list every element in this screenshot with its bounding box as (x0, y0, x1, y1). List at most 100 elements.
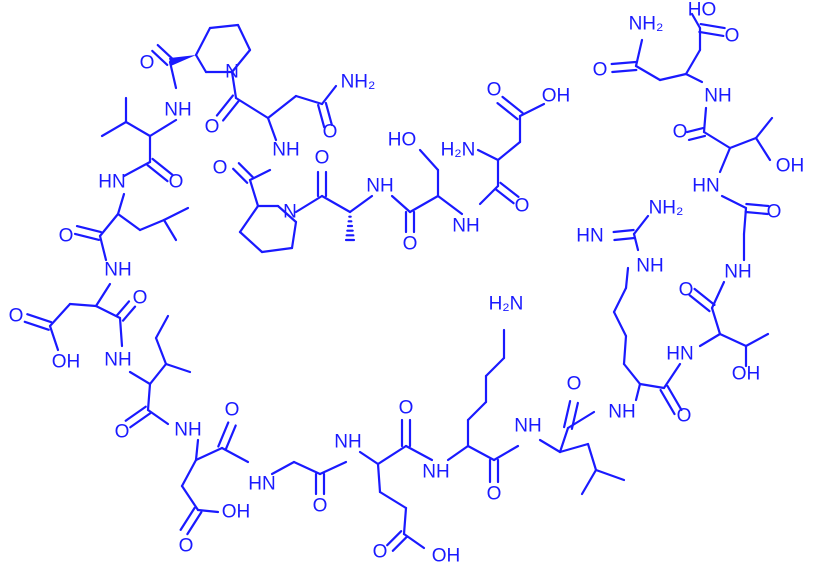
bond (754, 116, 774, 140)
bond (702, 106, 708, 134)
bond (436, 194, 464, 216)
hydroxyl-label: OH (732, 364, 761, 385)
carbonyl-o: O (140, 53, 155, 74)
bond (710, 306, 722, 336)
bond (466, 400, 488, 422)
bond (276, 204, 298, 224)
bond (48, 302, 72, 328)
carbonyl-o: O (205, 117, 220, 138)
bond (386, 530, 403, 547)
bond (484, 356, 506, 378)
bond (754, 136, 772, 162)
amide-nh-label: NH (608, 402, 635, 423)
carbonyl-o: O (59, 226, 74, 247)
bond (222, 99, 241, 122)
bond (418, 148, 440, 172)
amide-nh-label: HN (248, 474, 275, 495)
bond (690, 12, 702, 30)
bond (234, 96, 270, 120)
carbonyl-o: O (9, 306, 24, 327)
amide-nh-label: NH (704, 86, 731, 107)
bond (693, 287, 716, 306)
bond (180, 484, 200, 512)
bond (138, 218, 166, 232)
amide-nh-label: NH (636, 256, 663, 277)
bond (688, 294, 711, 313)
nh2-label: NH₂ (649, 198, 684, 219)
hydroxyl-label: OH (542, 86, 571, 107)
bond (294, 194, 324, 214)
amide-nh-label: HN (692, 176, 719, 197)
bond (586, 442, 598, 472)
bond (148, 362, 168, 386)
bond-lines (23, 12, 774, 552)
bond (94, 304, 122, 320)
bond (121, 305, 137, 322)
bond (580, 468, 598, 496)
amide-nh-label: HN (666, 344, 693, 365)
bond (208, 23, 240, 30)
carbonyl-o: O (169, 172, 184, 193)
bond (98, 212, 120, 238)
bond (324, 101, 333, 127)
bond (162, 206, 190, 222)
amide-nh-label: NH (334, 432, 361, 453)
bond (390, 194, 412, 214)
carbonyl-o: O (767, 202, 782, 223)
bond (318, 460, 348, 476)
carbonyl-o: O (567, 374, 582, 395)
bond (194, 53, 208, 74)
bond (98, 234, 108, 262)
bond (687, 134, 707, 141)
bond (237, 162, 254, 179)
bond (745, 202, 770, 208)
bond (317, 103, 326, 129)
bond (501, 95, 524, 114)
carbonyl-o: O (679, 280, 694, 301)
bond (718, 332, 748, 348)
carbonyl-o: O (115, 422, 130, 443)
bond (404, 444, 434, 462)
bond (230, 48, 252, 74)
bond (100, 120, 128, 138)
bond (446, 444, 470, 462)
bond (702, 130, 732, 150)
bond (194, 26, 212, 57)
bond (408, 194, 440, 214)
bond (659, 388, 676, 416)
bond (494, 188, 515, 205)
carbonyl-o: O (487, 484, 502, 505)
bond (391, 535, 408, 552)
bond (376, 462, 382, 494)
carbonyl-o: O (373, 542, 388, 563)
bond (684, 48, 702, 76)
bond (73, 232, 101, 241)
hydroxyl-label: OH (52, 352, 81, 373)
bond (466, 444, 496, 462)
bond (376, 444, 408, 466)
amide-nh-label: NH (422, 462, 449, 483)
bond (612, 228, 635, 234)
nh2-label: NH₂ (341, 72, 376, 93)
bond (148, 118, 178, 138)
bond (146, 408, 170, 426)
bond (220, 446, 250, 464)
bond (358, 450, 380, 466)
bond (129, 412, 152, 429)
bond (48, 324, 60, 352)
bond (292, 460, 322, 476)
bond (238, 204, 260, 234)
bond (538, 438, 562, 454)
bond (622, 334, 628, 366)
bond (634, 64, 662, 82)
bond (348, 194, 374, 214)
bond (186, 511, 203, 536)
bond (744, 210, 769, 216)
bond (720, 194, 748, 210)
bond (634, 38, 644, 68)
bond (266, 94, 298, 120)
bond (124, 405, 147, 422)
amine-label: H₂N (489, 294, 524, 315)
amide-nh-label: NH (514, 416, 541, 437)
